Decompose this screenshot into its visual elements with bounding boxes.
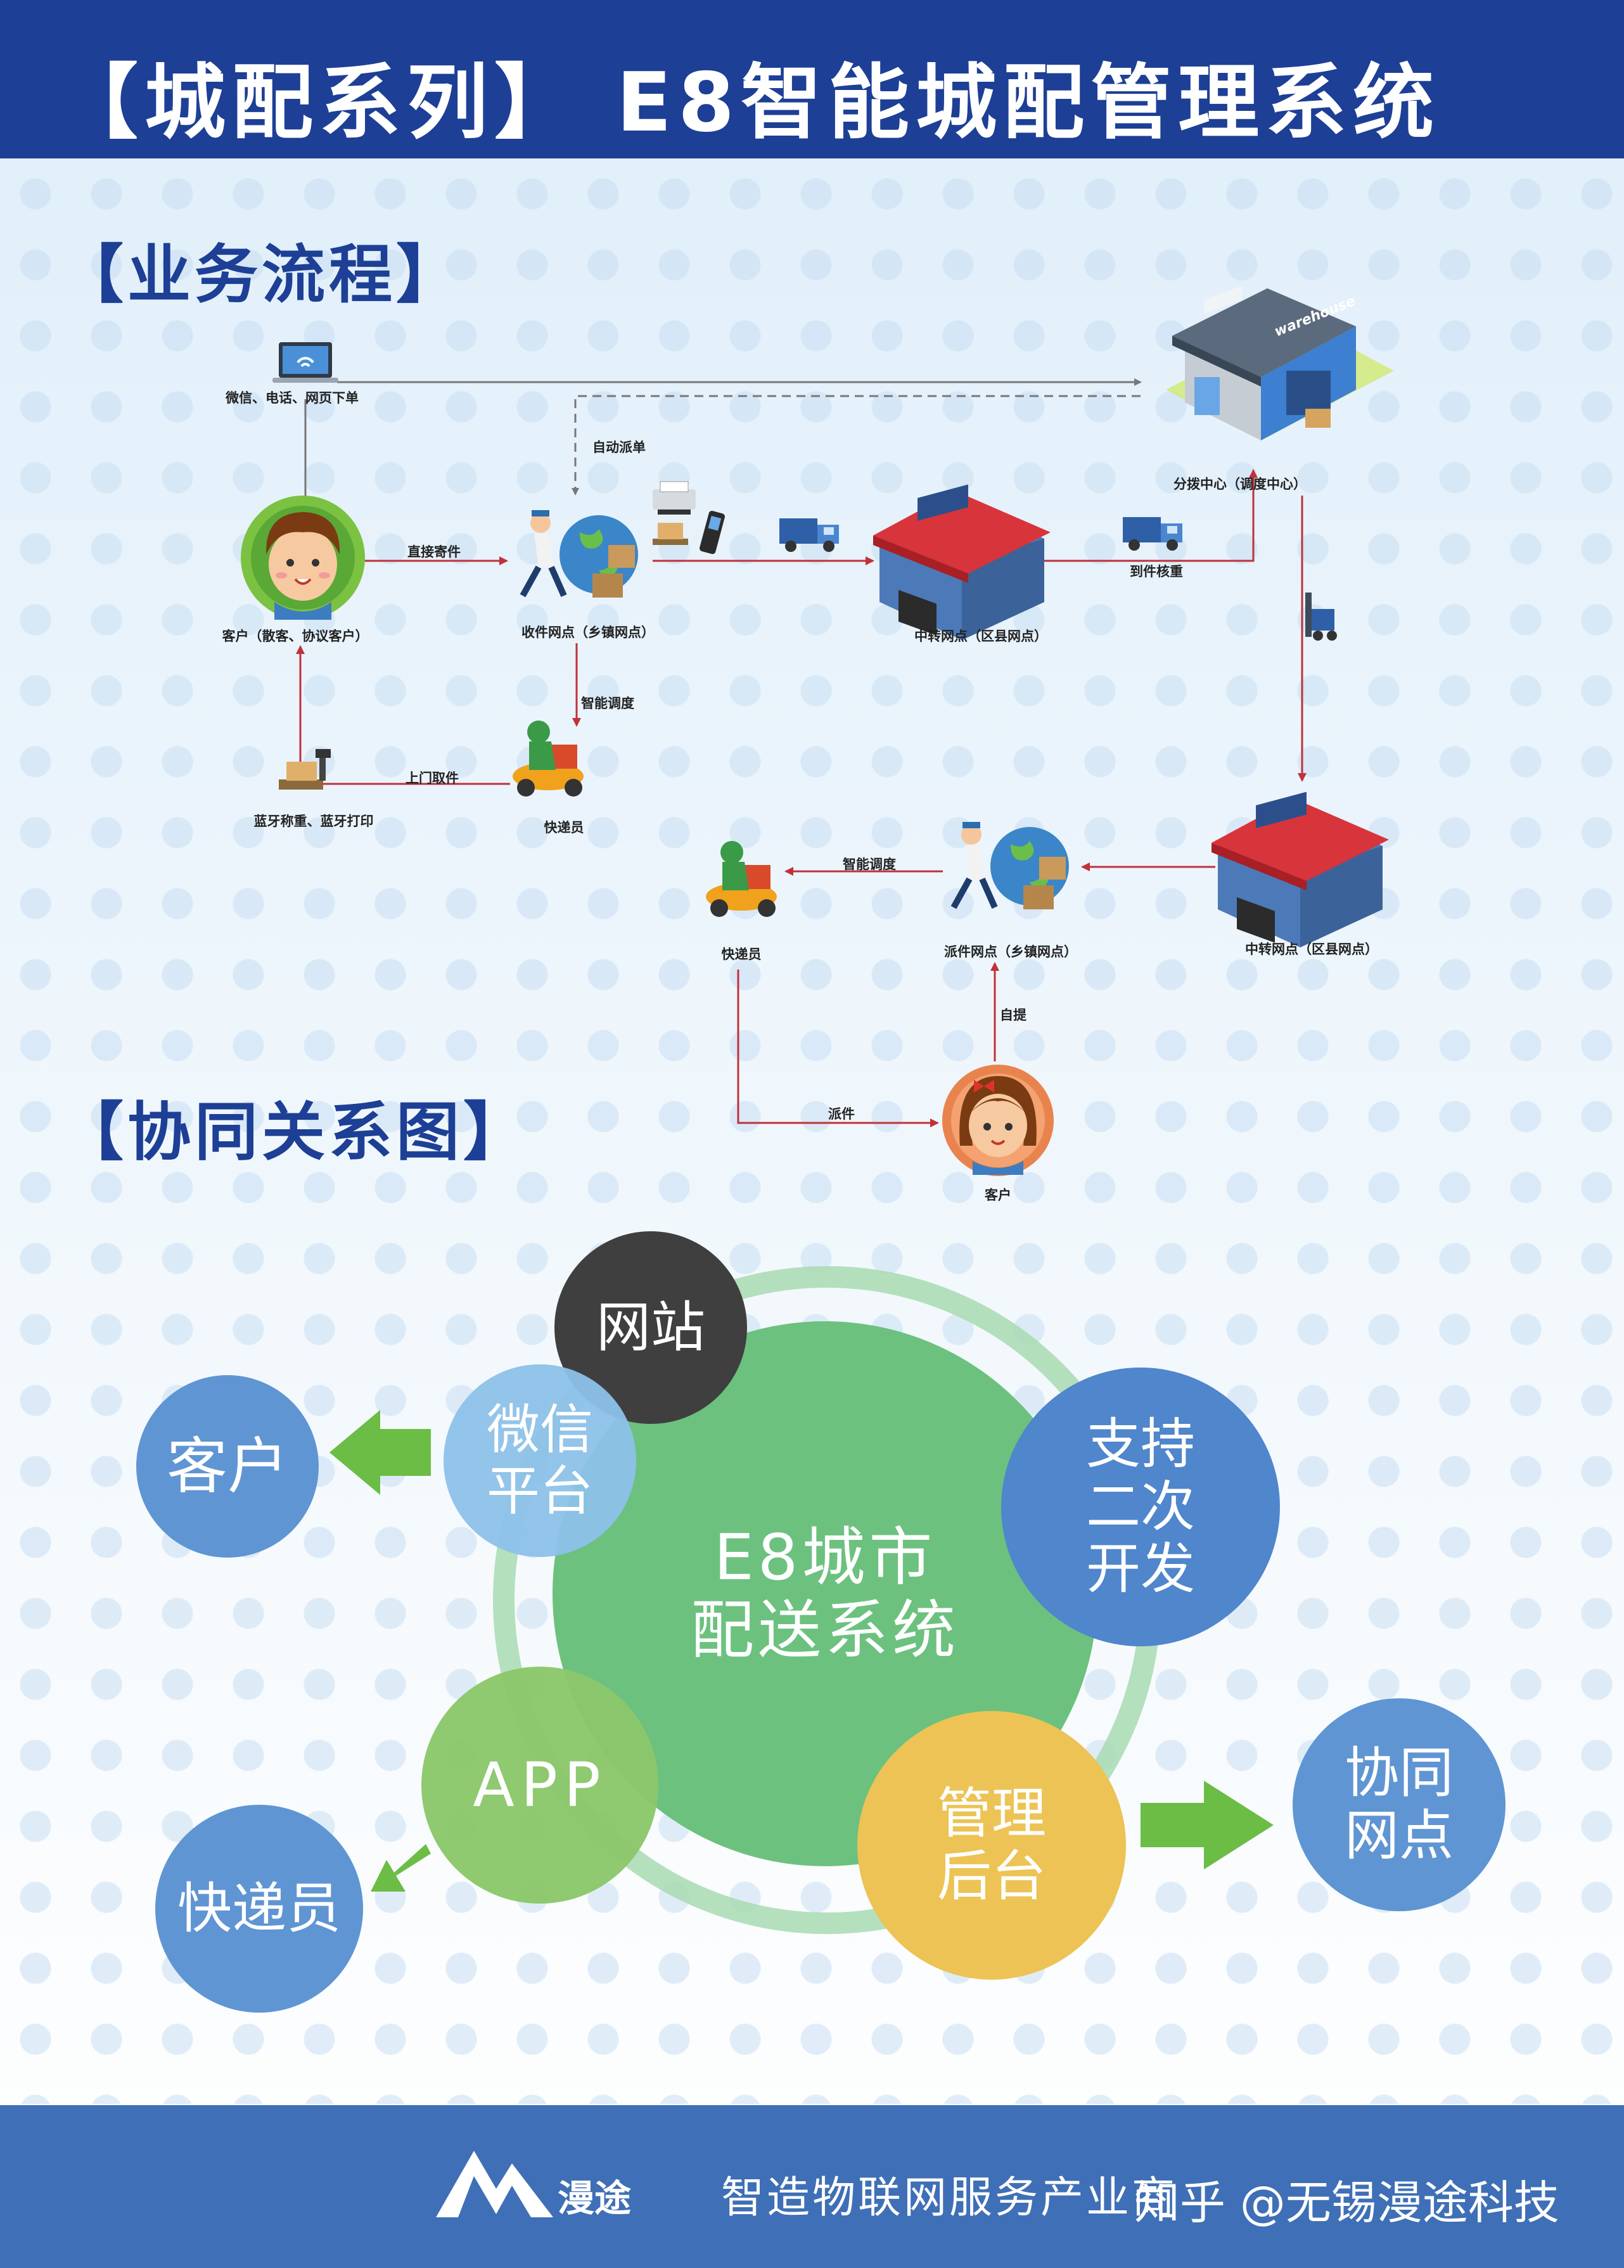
truck-icon-2 [1123,517,1182,551]
delivery-point-courier-globe-icon [950,822,1069,909]
label-transfer-point-1: 中转网点（区县网点） [914,629,1047,644]
label-collect-point: 收件网点（乡镇网点） [521,625,655,640]
label-arrival-check: 到件核重 [1130,564,1183,579]
label-customer-top: 客户（散客、协议客户） [222,629,369,644]
footer-watermark: 知乎 @无锡漫途科技 [1134,2176,1559,2229]
forklift-icon [1305,593,1337,641]
arrow-to-partner [1141,1781,1274,1869]
label-smart-dispatch-2: 智能调度 [843,857,896,872]
footer-slogan: 智造物联网服务产业商 [721,2173,1178,2223]
courier-scooter-icon-1 [513,721,584,797]
label-sort-center: 分拨中心（调度中心） [1173,477,1307,492]
header-bar: 【城配系列】 E8智能城配管理系统 [0,0,1624,158]
label-deliver: 派件 [828,1106,855,1122]
label-self-pickup: 自提 [1000,1008,1026,1023]
relation-section-title: 【协同关系图】 [60,1095,530,1169]
scale-box-icon [653,523,688,545]
label-delivery-point: 派件网点（乡镇网点） [944,944,1077,959]
transfer-point-building-2 [1212,791,1389,947]
partner-outlet-circle[interactable]: 协同 网点 [1293,1698,1506,1911]
label-courier-2: 快递员 [721,947,762,962]
arrow-to-courier [371,1844,431,1892]
transfer-to-sort-line [1040,469,1258,562]
arrow-to-customer [329,1410,431,1495]
warehouse-icon: warehouse [1166,286,1394,440]
gray-connectors [304,378,1142,501]
transfer-point-building-1 [873,484,1051,640]
label-courier-1: 快递员 [544,820,584,835]
handheld-scanner-icon [700,511,725,554]
truck-icon-1 [779,518,839,552]
printer-icon [653,481,696,515]
collect-point-courier-globe-icon [520,510,638,598]
wechat-platform-circle[interactable]: 微信 平台 [444,1364,636,1557]
deliver-line [737,970,939,1127]
customer-girl-avatar [942,1065,1054,1176]
label-direct-send: 直接寄件 [407,544,461,560]
secondary-dev-circle[interactable]: 支持 二次 开发 [1001,1368,1280,1646]
footer-brand: 漫途 [558,2177,632,2220]
courier-scooter-icon-2 [706,841,777,917]
app-circle[interactable]: APP [421,1667,658,1904]
page-title: 【城配系列】 E8智能城配管理系统 [57,56,1441,150]
courier-circle[interactable]: 快递员 [155,1805,363,2013]
label-bluetooth: 蓝牙称重、蓝牙打印 [253,814,374,829]
customer-circle[interactable]: 客户 [136,1375,319,1558]
mantu-logo-icon [436,2151,553,2217]
flow-section-title: 【业务流程】 [60,238,463,312]
laptop-icon [272,342,338,383]
flow-diagram: warehouse [241,286,1394,1176]
label-customer-bottom: 客户 [985,1188,1011,1203]
admin-backend-circle[interactable]: 管理 后台 [857,1711,1126,1980]
label-smart-dispatch-1: 智能调度 [581,696,634,711]
label-door-pickup: 上门取件 [406,771,459,786]
label-auto-dispatch: 自动派单 [592,440,646,455]
footer-bar: 漫途 智造物联网服务产业商 知乎 @无锡漫途科技 [0,2105,1624,2268]
bluetooth-scale-icon [279,749,331,790]
red-connectors [296,469,1307,1127]
label-transfer-point-2: 中转网点（区县网点） [1245,942,1378,957]
auto-dispatch-line [572,395,1141,496]
label-order-channels: 微信、电话、网页下单 [226,390,359,406]
customer-boy-avatar [241,496,365,620]
